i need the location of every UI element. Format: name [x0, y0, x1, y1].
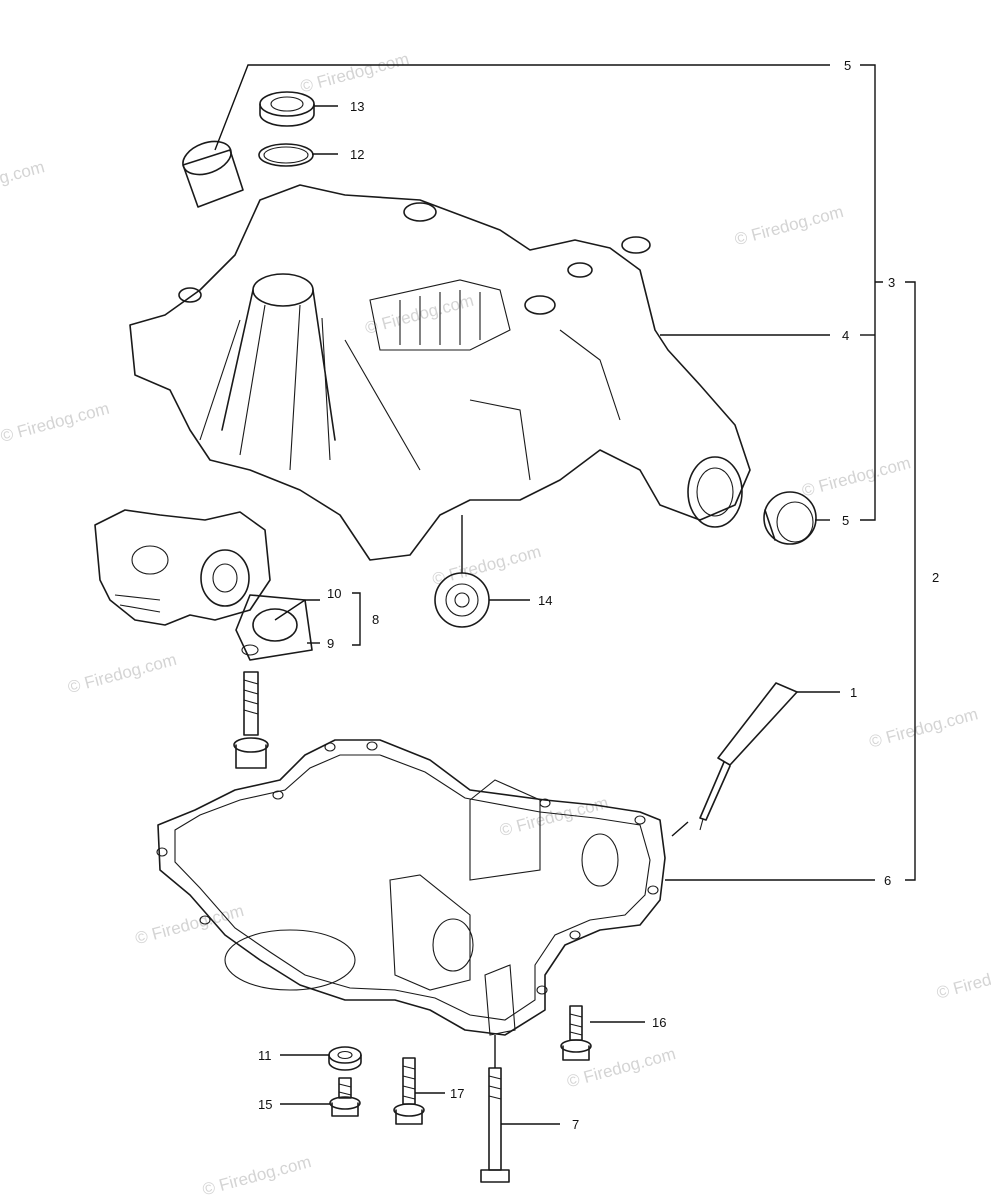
cover-plate-9-10 — [235, 594, 313, 661]
callout-10: 10 — [327, 586, 341, 601]
callout-16: 16 — [652, 1015, 666, 1030]
callout-9: 9 — [327, 636, 334, 651]
bolt-15 — [329, 1077, 361, 1117]
callout-6: 6 — [884, 873, 891, 888]
watermark: © Firedog.com — [0, 157, 47, 204]
watermark: © Firedog.com — [298, 49, 411, 96]
sealant-tube-1 — [699, 682, 798, 831]
lower-transmission-housing — [156, 739, 666, 1036]
bolt-17 — [393, 1057, 425, 1125]
callout-12: 12 — [350, 147, 364, 162]
upper-transmission-housing — [129, 184, 751, 561]
callout-5-lower: 5 — [842, 513, 849, 528]
callout-15: 15 — [258, 1097, 272, 1112]
callout-2: 2 — [932, 570, 939, 585]
leader-lines — [214, 64, 916, 1125]
bolt-16 — [560, 1005, 592, 1061]
callout-14: 14 — [538, 593, 552, 608]
callout-4: 4 — [842, 328, 849, 343]
watermark: © Firedog.com — [498, 793, 611, 840]
watermark: © Firedog.com — [733, 202, 846, 249]
callout-17: 17 — [450, 1086, 464, 1101]
watermark: © Firedog.com — [867, 704, 980, 751]
callout-labels: 5 13 12 3 4 5 2 14 10 8 9 1 6 16 11 17 1… — [258, 58, 939, 1132]
seal-5-upper — [182, 140, 244, 208]
callout-7: 7 — [572, 1117, 579, 1132]
watermark: © Firedog.com — [934, 955, 991, 1002]
snap-ring-12 — [258, 143, 314, 167]
pump-assembly — [94, 509, 271, 626]
seal-5-lower — [763, 491, 817, 545]
watermark: © Firedog.com — [430, 542, 543, 589]
callout-3: 3 — [888, 275, 895, 290]
long-bolt-7 — [480, 1067, 510, 1183]
watermark: © Firedog.com — [133, 901, 246, 948]
callout-8: 8 — [372, 612, 379, 627]
watermark: © Firedog.com — [66, 650, 179, 697]
callout-5-top: 5 — [844, 58, 851, 73]
bearing-13 — [259, 91, 315, 127]
callout-11: 11 — [258, 1048, 272, 1063]
watermark: © Firedog.com — [0, 399, 111, 446]
washer-11 — [328, 1046, 362, 1071]
watermark: © Firedog.com — [800, 453, 913, 500]
callout-1: 1 — [850, 685, 857, 700]
callout-13: 13 — [350, 99, 364, 114]
flange-bolt-left — [233, 671, 269, 769]
watermark: © Firedog.com — [200, 1152, 313, 1199]
